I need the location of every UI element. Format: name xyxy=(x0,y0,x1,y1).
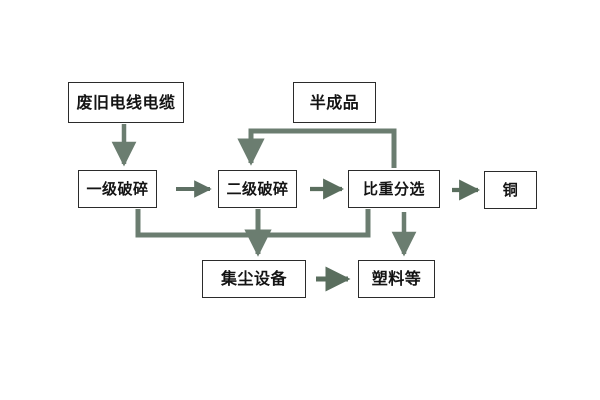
edge-gravity-to-dust xyxy=(258,209,371,238)
node-primary-crushing[interactable]: 一级破碎 xyxy=(78,170,157,208)
edge-primary-to-dust xyxy=(135,209,258,238)
node-secondary-crushing[interactable]: 二级破碎 xyxy=(218,170,297,208)
node-secondary-crushing-label: 二级破碎 xyxy=(226,179,289,198)
node-gravity-separation-label: 比重分选 xyxy=(362,179,425,198)
node-dust-collector-label: 集尘设备 xyxy=(220,269,287,288)
node-copper[interactable]: 铜 xyxy=(484,171,537,209)
node-semi-finished-label: 半成品 xyxy=(309,92,360,112)
node-dust-collector[interactable]: 集尘设备 xyxy=(202,260,306,298)
node-plastic-label: 塑料等 xyxy=(371,269,422,288)
node-scrap-cable[interactable]: 废旧电线电缆 xyxy=(68,82,184,123)
node-gravity-separation[interactable]: 比重分选 xyxy=(348,170,440,208)
edge-gravity-recirculation-to-secondary xyxy=(237,128,397,168)
node-semi-finished[interactable]: 半成品 xyxy=(293,82,376,123)
node-scrap-cable-label: 废旧电线电缆 xyxy=(76,92,176,112)
node-copper-label: 铜 xyxy=(502,180,519,199)
node-plastic[interactable]: 塑料等 xyxy=(358,260,435,298)
node-primary-crushing-label: 一级破碎 xyxy=(86,179,149,198)
